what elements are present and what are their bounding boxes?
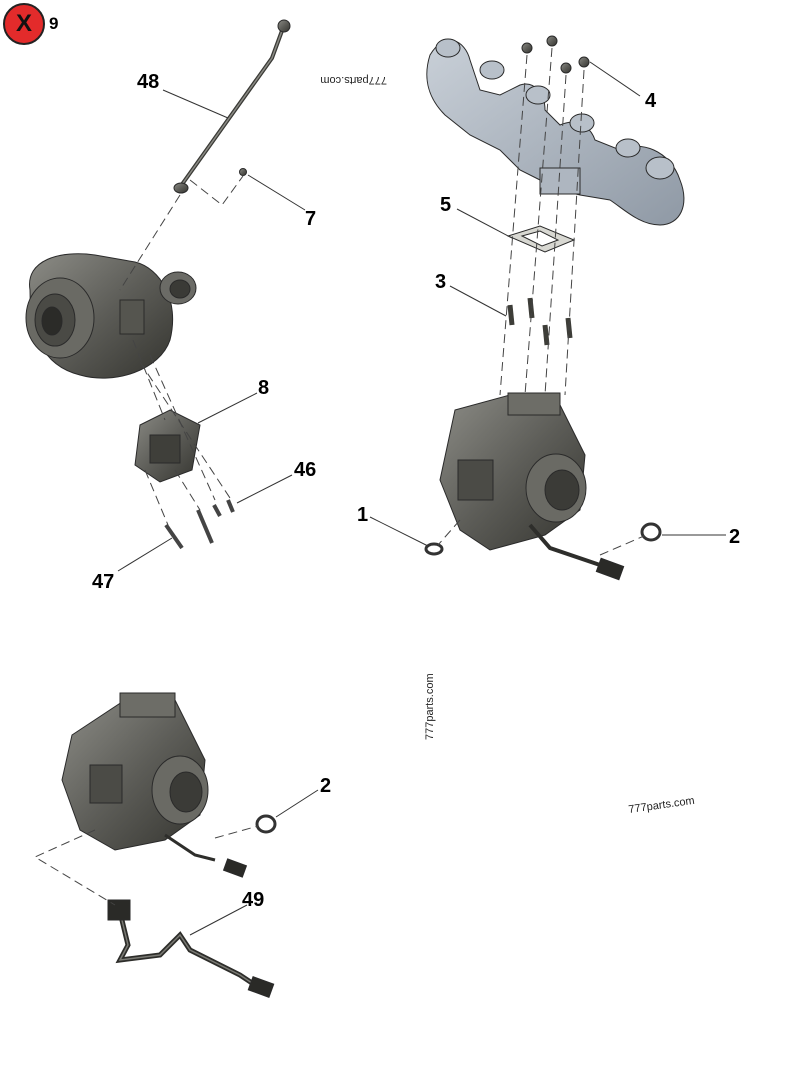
part-4-exhaust-manifold [426, 38, 685, 226]
callout-4: 4 [645, 90, 657, 112]
callout-3: 3 [435, 271, 446, 293]
callout-48: 48 [137, 71, 159, 93]
callout-7: 7 [305, 208, 316, 230]
callout-5: 5 [440, 194, 451, 216]
turbocharger-bottom-left [61, 692, 248, 878]
bolts-46-47 [164, 499, 235, 550]
close-button[interactable]: X [3, 3, 45, 45]
callout-49: 49 [242, 889, 264, 911]
figure-number: 9 [49, 14, 59, 33]
part-3-studs [507, 297, 573, 346]
close-icon: X [15, 10, 32, 37]
part-48-oil-supply-line [173, 19, 291, 194]
callout-1: 1 [357, 504, 368, 526]
callout-8: 8 [258, 377, 269, 399]
part-1-clamp [424, 542, 444, 556]
part-2-clamp-bottom [255, 814, 277, 834]
watermark-middle: 777parts.com [424, 673, 436, 740]
part-5-gasket [506, 225, 576, 253]
watermark-right: 777parts.com [628, 795, 696, 816]
callout-47: 47 [92, 571, 114, 593]
callout-46: 46 [294, 459, 316, 481]
part-2-clamp-top [640, 522, 662, 542]
part-7-fitting [239, 168, 247, 176]
turbocharger-top-left [25, 253, 197, 379]
assembly-lines [33, 47, 645, 906]
part-49-wire-harness [107, 899, 275, 998]
part-8-actuator [134, 409, 201, 483]
callout-2-bottom: 2 [320, 775, 331, 797]
watermark-top: 777parts.com [320, 74, 387, 86]
leader-lines [117, 61, 726, 936]
turbocharger-right [439, 392, 625, 581]
part-4-nuts [521, 35, 590, 74]
callout-2-top: 2 [729, 526, 740, 548]
